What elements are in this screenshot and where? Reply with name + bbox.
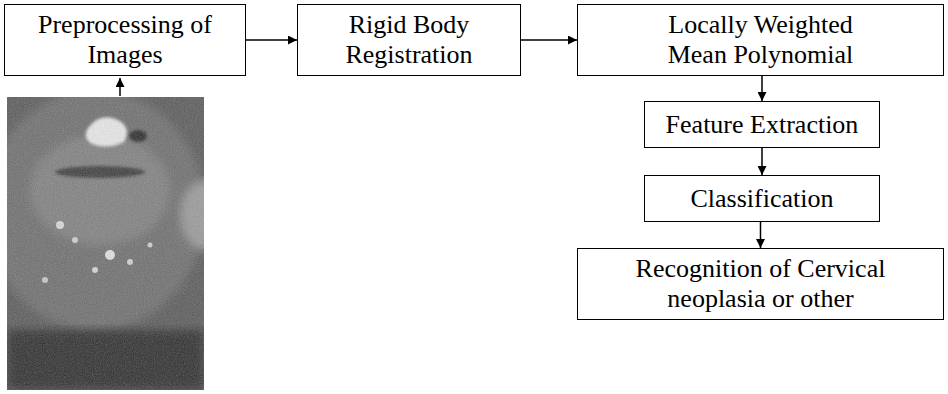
flow-arrow <box>246 39 297 41</box>
box-label: Recognition of Cervical neoplasia or oth… <box>616 254 906 314</box>
colposcopy-photo <box>7 97 204 390</box>
flow-arrow <box>760 222 762 248</box>
box-label: Feature Extraction <box>666 110 859 140</box>
box-label: Classification <box>691 184 834 214</box>
box-label: Preprocessing of Images <box>11 10 239 70</box>
process-box: Recognition of Cervical neoplasia or oth… <box>577 248 944 320</box>
flow-arrow <box>761 76 763 101</box>
flow-arrow <box>761 148 763 175</box>
box-label: Locally Weighted Mean Polynomial <box>651 10 871 70</box>
process-box: Preprocessing of Images <box>4 4 246 76</box>
process-box: Classification <box>644 175 880 222</box>
box-label: Rigid Body Registration <box>304 10 514 70</box>
process-box: Feature Extraction <box>644 101 880 148</box>
input-arrow <box>119 78 121 96</box>
process-box: Rigid Body Registration <box>297 4 521 76</box>
flow-arrow <box>521 39 577 41</box>
process-box: Locally Weighted Mean Polynomial <box>577 4 944 76</box>
